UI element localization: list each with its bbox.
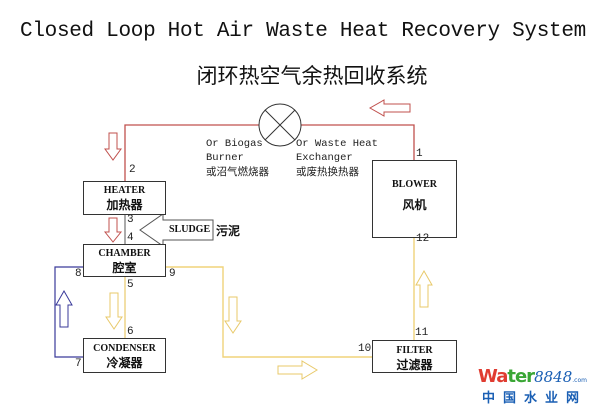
condenser-label-cn: 冷凝器: [106, 356, 143, 370]
sludge-label: SLUDGE: [169, 224, 211, 235]
heater-box: HEATER 加热器: [83, 181, 166, 215]
exchanger-note-cn: 或废热换热器: [296, 166, 359, 178]
point-5: 5: [127, 279, 134, 291]
return-air-line: [166, 266, 372, 358]
arrow-down-yellow-icon: [105, 292, 123, 330]
point-4: 4: [127, 232, 134, 244]
burner-icon: [258, 103, 302, 147]
arrow-down-yellow-2-icon: [224, 296, 242, 334]
point-3: 3: [127, 214, 134, 226]
chamber-label-en: CHAMBER: [98, 248, 151, 259]
point-10: 10: [358, 343, 372, 355]
burner-note: Or Biogas Burner 或沼气燃烧器: [206, 137, 269, 179]
point-8: 8: [75, 268, 82, 280]
burner-note-line1: Or Biogas: [206, 138, 263, 150]
exchanger-note: Or Waste Heat Exchanger 或废热换热器: [296, 137, 378, 179]
arrow-down-red-icon: [104, 132, 122, 161]
sludge-label-cn: 污泥: [216, 224, 241, 238]
arrow-up-yellow-icon: [415, 269, 433, 308]
point-1: 1: [416, 148, 423, 160]
blower-box: BLOWER 风机: [372, 160, 457, 238]
point-2: 2: [129, 164, 136, 176]
point-7: 7: [75, 358, 82, 370]
blower-label-cn: 风机: [402, 198, 427, 212]
exchanger-note-line1: Or Waste Heat: [296, 138, 378, 150]
title-english: Closed Loop Hot Air Waste Heat Recovery …: [20, 20, 586, 43]
chamber-label-cn: 腔室: [112, 261, 137, 275]
logo-wa: Wa: [478, 366, 508, 387]
heater-label-en: HEATER: [103, 185, 146, 196]
logo-com: .com: [572, 377, 587, 384]
burner-note-line2: Burner: [206, 152, 244, 164]
logo-number: 8848: [534, 368, 573, 386]
title-chinese: 闭环热空气余热回收系统: [196, 64, 428, 88]
arrow-right-yellow-icon: [277, 360, 318, 380]
heater-label-cn: 加热器: [106, 198, 143, 212]
logo-cn: 中国水业网: [482, 391, 588, 406]
condenser-box: CONDENSER 冷凝器: [83, 338, 166, 373]
arrow-down-red-2-icon: [103, 217, 123, 243]
sludge-arrow-icon: [139, 213, 214, 247]
burner-note-cn: 或沼气燃烧器: [206, 166, 269, 178]
arrow-up-blue-icon: [55, 289, 73, 328]
point-9: 9: [169, 268, 176, 280]
logo-ter: ter: [507, 366, 535, 387]
filter-label-cn: 过滤器: [396, 358, 433, 372]
point-12: 12: [416, 233, 430, 245]
arrow-left-red-icon: [368, 99, 411, 117]
blower-label-en: BLOWER: [391, 179, 437, 190]
chamber-box: CHAMBER 腔室: [83, 244, 166, 277]
water8848-logo: Water8848.com: [478, 366, 587, 387]
condensate-loop-line: [54, 266, 83, 358]
filter-box: FILTER 过滤器: [372, 340, 457, 373]
point-6: 6: [127, 326, 134, 338]
filter-label-en: FILTER: [396, 345, 433, 356]
point-11: 11: [415, 327, 429, 339]
condenser-label-en: CONDENSER: [93, 343, 156, 354]
exchanger-note-line2: Exchanger: [296, 152, 353, 164]
